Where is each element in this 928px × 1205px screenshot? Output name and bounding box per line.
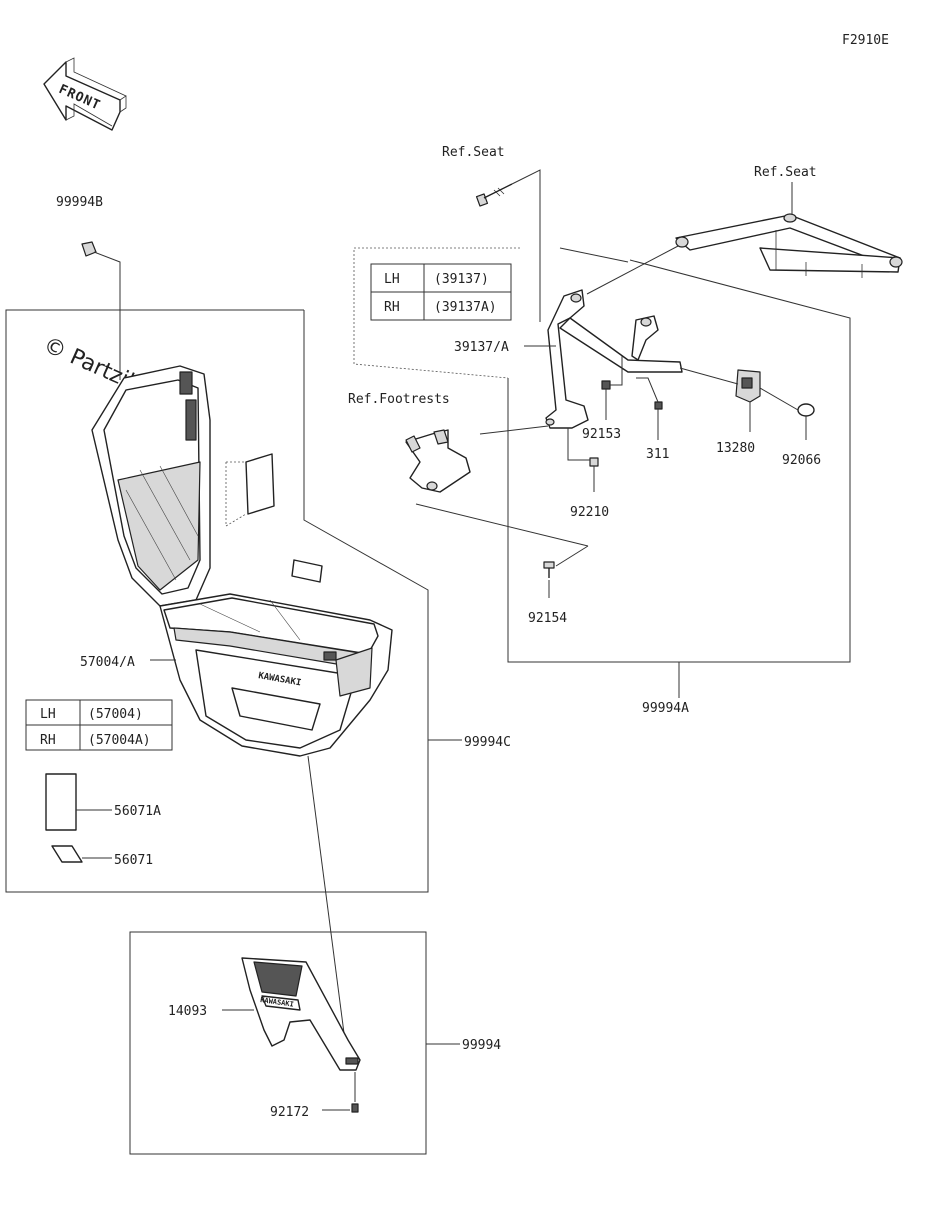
label-99994c: 99994C	[464, 735, 511, 750]
rail-assembly-group: LH (39137) RH (39137A)	[353, 169, 903, 663]
label-99994: 99994	[462, 1038, 501, 1053]
label-92154: 92154	[528, 611, 567, 626]
nut-311-icon	[654, 401, 663, 410]
label-57004a: 57004/A	[80, 655, 135, 670]
label-311: 311	[646, 447, 669, 462]
label-39137a: 39137/A	[454, 340, 509, 355]
bolt-92210-icon	[589, 457, 599, 467]
label-92172: 92172	[270, 1105, 309, 1120]
label-13280: 13280	[716, 441, 755, 456]
label-99994a: 99994A	[642, 701, 689, 716]
case-table-part-rh: (57004A)	[88, 733, 151, 748]
label-56071a: 56071A	[114, 804, 161, 819]
ref-seat-label-a: Ref.Seat	[442, 145, 505, 160]
rail-table-side-lh: LH	[384, 272, 400, 287]
sticker-56071a-icon	[45, 773, 77, 831]
sticker-near-tub-icon	[291, 559, 323, 583]
label-99994b: 99994B	[56, 195, 103, 210]
case-table-side-rh: RH	[40, 733, 56, 748]
cap-92066-icon	[797, 403, 815, 417]
label-92153: 92153	[582, 427, 621, 442]
label-56071: 56071	[114, 853, 153, 868]
rail-variant-table: LH (39137) RH (39137A)	[370, 263, 512, 321]
side-rail-icon	[545, 289, 683, 429]
bracket-13280-icon	[735, 369, 761, 403]
screw-92172-icon	[351, 1103, 359, 1113]
case-table-side-lh: LH	[40, 707, 56, 722]
side-case-icon: KAWASAKI	[91, 365, 393, 757]
side-case-group: KAWASAKI LH (57004) RH (57004A)	[5, 241, 462, 1065]
case-variant-table: LH (57004) RH (57004A)	[25, 699, 173, 751]
sticker-56071-icon	[51, 845, 83, 863]
rail-table-side-rh: RH	[384, 300, 400, 315]
label-92066: 92066	[782, 453, 821, 468]
cover-group: KAWASAKI	[129, 931, 460, 1155]
sticker-near-lid-icon	[245, 453, 275, 515]
seat-frame-icon	[675, 213, 903, 278]
label-14093: 14093	[168, 1004, 207, 1019]
case-table-part-lh: (57004)	[88, 707, 143, 722]
footrest-bracket-icon	[405, 429, 471, 493]
rail-table-part-lh: (39137)	[434, 272, 489, 287]
cover-14093-icon: KAWASAKI	[241, 957, 361, 1071]
ref-footrests-label: Ref.Footrests	[348, 392, 450, 407]
cap-99994b-icon	[81, 241, 97, 257]
front-arrow-icon: FRONT	[43, 57, 127, 131]
figure-code: F2910E	[842, 33, 889, 48]
seat-bolt-icon	[475, 183, 513, 207]
bolt-92154-icon	[543, 561, 555, 578]
label-92210: 92210	[570, 505, 609, 520]
ref-seat-label-b: Ref.Seat	[754, 165, 817, 180]
collar-92153-icon	[601, 380, 611, 390]
rail-table-part-rh: (39137A)	[434, 300, 497, 315]
